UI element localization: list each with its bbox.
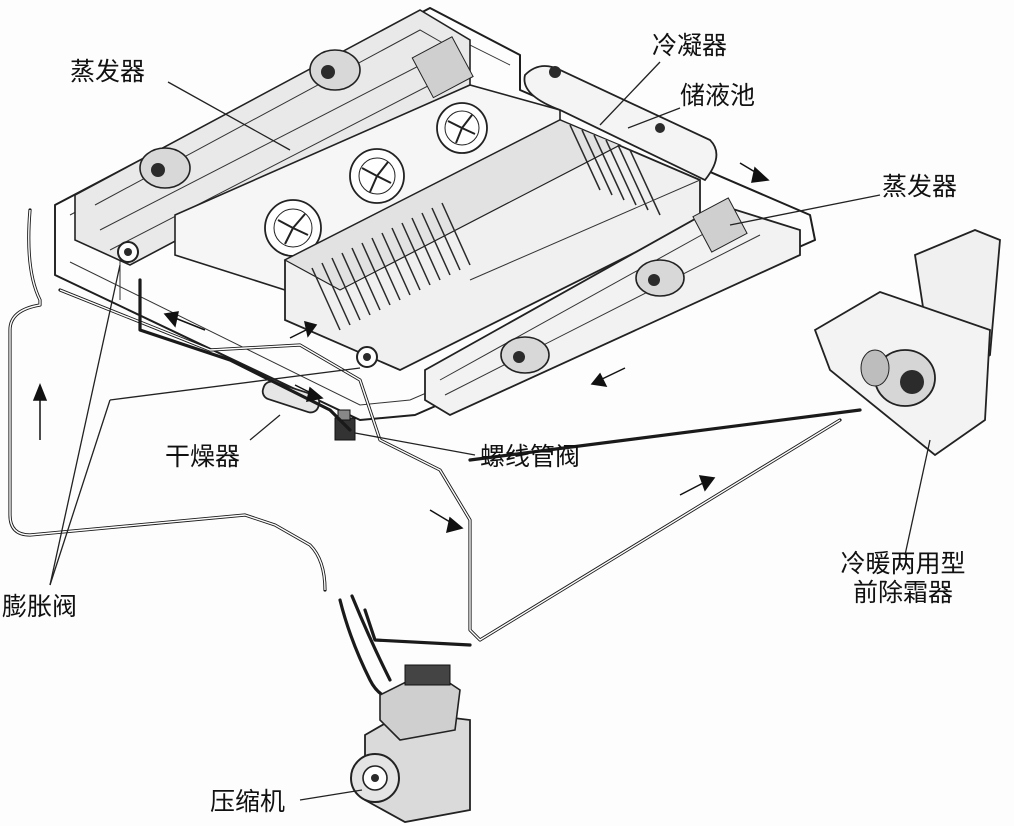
blower-motor-icon	[635, 259, 685, 297]
label-dryer: 干燥器	[165, 442, 241, 471]
fan-icon	[264, 199, 322, 257]
solenoid-valve	[334, 409, 356, 441]
compressor-unit	[350, 664, 471, 823]
label-receiver: 储液池	[680, 81, 756, 110]
blower-motor-icon	[139, 147, 191, 189]
blower-motor-icon	[500, 336, 550, 374]
evaporator-right-unit	[424, 197, 801, 417]
condenser-coil-block	[283, 119, 701, 371]
label-evaporator-top: 蒸发器	[70, 57, 146, 86]
coil-fins	[692, 197, 748, 253]
label-defroster-line1: 冷暖两用型	[840, 549, 966, 578]
flow-arrows	[32, 162, 770, 534]
label-defroster-line2: 前除霜器	[852, 577, 953, 607]
label-compressor: 压缩机	[210, 787, 286, 816]
fan-icon	[436, 102, 488, 154]
label-expansion-valve: 膨胀阀	[2, 592, 78, 621]
coil-fins	[411, 36, 474, 99]
receiver-tank	[523, 65, 718, 182]
label-evaporator-right: 蒸发器	[882, 172, 958, 201]
refrigerant-piping	[8, 208, 862, 702]
label-condenser: 冷凝器	[652, 31, 728, 60]
condenser-unit	[174, 84, 561, 291]
fan-icon	[349, 148, 405, 204]
blower-motor-icon	[309, 49, 361, 91]
expansion-valve-right	[356, 346, 378, 368]
leader-lines	[49, 61, 931, 801]
expansion-valve-left	[117, 241, 139, 263]
label-solenoid-valve: 螺线管阀	[480, 442, 581, 471]
evaporator-left-unit	[74, 9, 474, 266]
label-defroster: 冷暖两用型 前除霜器	[818, 549, 988, 608]
compressor-valve-block	[404, 664, 451, 686]
front-defroster-unit	[813, 229, 1001, 457]
